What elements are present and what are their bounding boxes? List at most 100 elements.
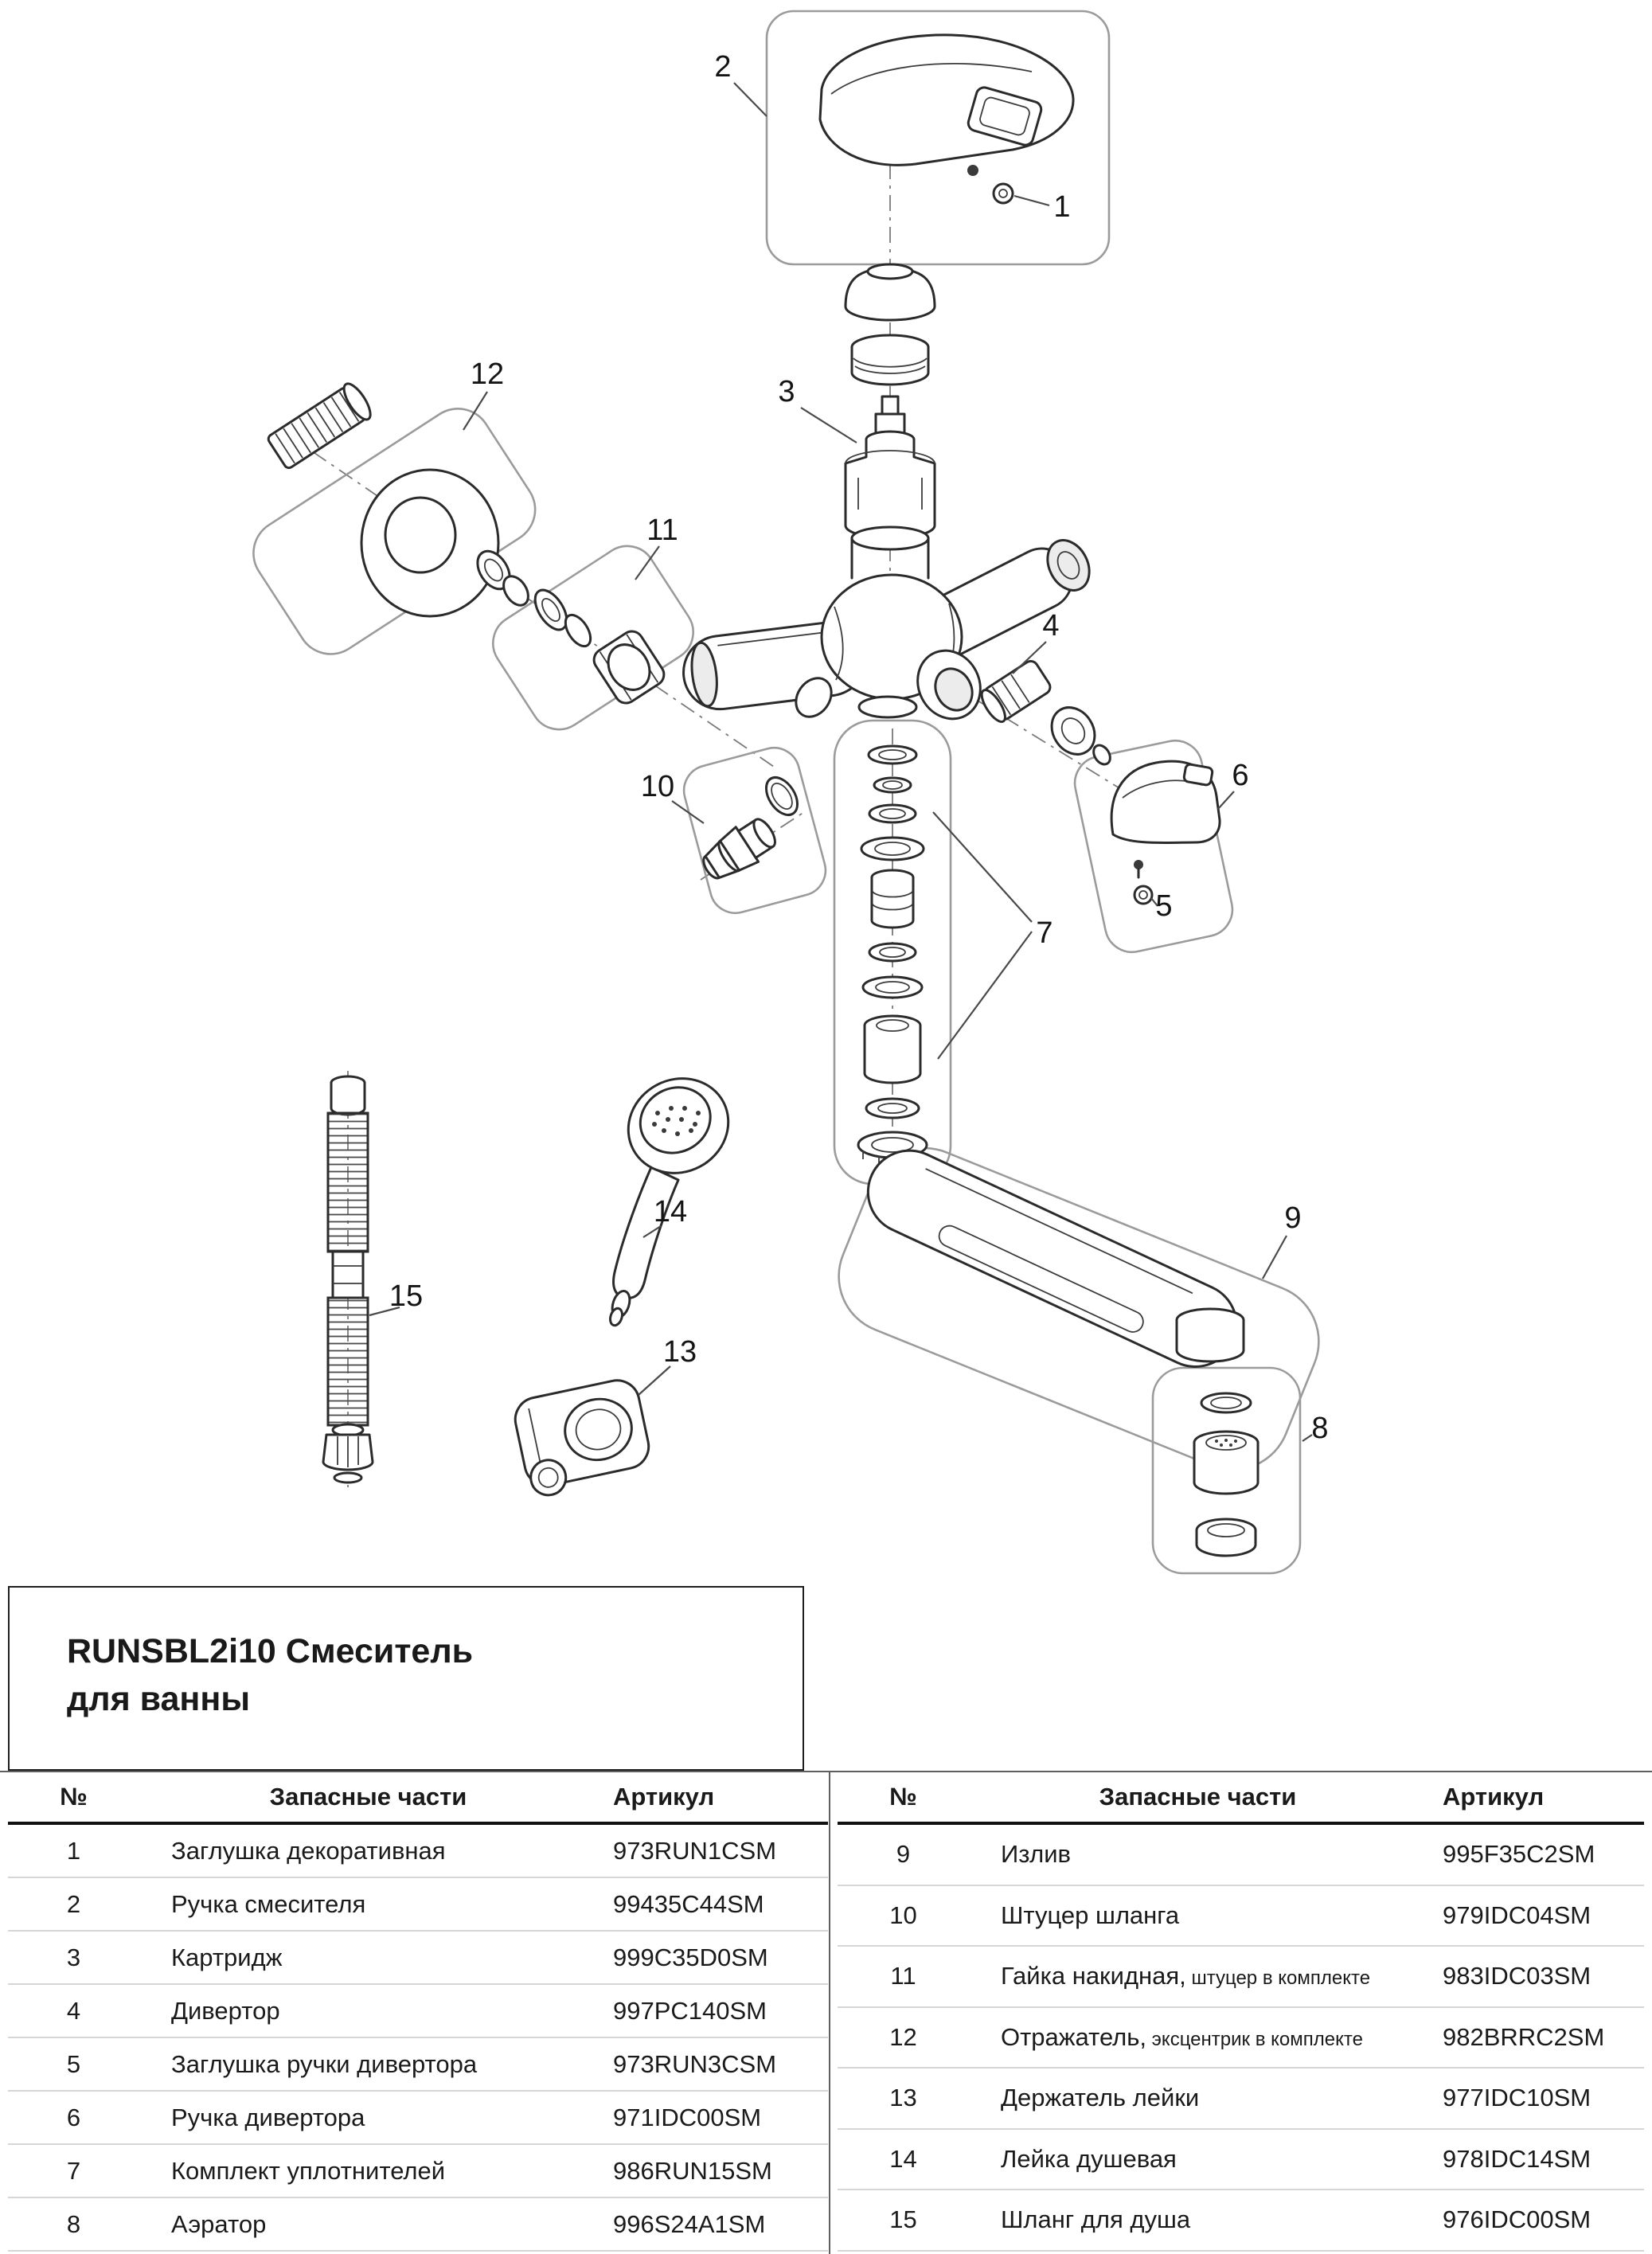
part-diverter-handle-plug	[1133, 885, 1154, 905]
diverter-handle-screw	[1134, 860, 1143, 879]
part-name: Заглушка декоративная	[171, 1836, 446, 1865]
part-article: 995F35C2SM	[1443, 1840, 1595, 1869]
part-article: 996S24A1SM	[613, 2209, 766, 2238]
callout-box-2	[765, 10, 1111, 266]
callout-label-12: 12	[471, 357, 504, 391]
leader-line-6	[1217, 791, 1235, 810]
part-number: 10	[889, 1900, 917, 1929]
table-divider	[829, 1772, 830, 2254]
callout-label-3: 3	[778, 375, 795, 408]
leader-line-2	[733, 82, 767, 117]
leader-line-11	[635, 545, 660, 580]
part-seal-kit	[857, 744, 928, 1164]
callout-box-11	[492, 545, 694, 731]
part-name: Шланг для душа	[1001, 2205, 1191, 2234]
part-name: Аэратор	[171, 2209, 267, 2238]
callout-label-7: 7	[1036, 916, 1053, 950]
callout-label-2: 2	[714, 50, 731, 84]
part-article: 99435C44SM	[613, 1889, 764, 1918]
part-shower-holder	[514, 1379, 650, 1497]
callout-label-6: 6	[1232, 759, 1248, 792]
part-name: Дивертор	[171, 1996, 280, 2025]
leader-line-14	[642, 1225, 662, 1238]
table-header-left: № Запасные части Артикул	[8, 1772, 828, 1825]
table-row: 9 Излив 995F35C2SM	[838, 1825, 1644, 1886]
leader-line-8	[1302, 1434, 1313, 1442]
part-diverter	[980, 659, 1111, 766]
part-name: Излив	[1001, 1840, 1072, 1869]
callout-label-5: 5	[1155, 889, 1172, 923]
part-decorative-plug	[967, 165, 1014, 205]
header-number: №	[60, 1783, 88, 1811]
header-article: Артикул	[1443, 1783, 1545, 1811]
exploded-view-diagram: 1 2 3 4 5 6 7 8 9 10 11 12 13 14 15	[252, 10, 1329, 1575]
leader-line-3	[800, 407, 857, 443]
part-number: 13	[889, 2084, 917, 2112]
part-cartridge	[844, 395, 936, 540]
leader-line-9	[1262, 1235, 1287, 1279]
part-article: 983IDC03SM	[1443, 1962, 1591, 1990]
part-name-note: эксцентрик в комплекте	[1146, 2028, 1363, 2050]
table-header-right: № Запасные части Артикул	[838, 1772, 1644, 1825]
part-number: 6	[66, 2103, 81, 2131]
part-number: 2	[66, 1889, 81, 1918]
table-row: 14 Лейка душевая 978IDC14SM	[838, 2130, 1644, 2190]
product-title-line2: для ванны	[67, 1680, 251, 1719]
part-article: 978IDC14SM	[1443, 2144, 1591, 2173]
part-number: 15	[889, 2205, 917, 2234]
header-article: Артикул	[613, 1783, 715, 1811]
part-number: 14	[889, 2144, 917, 2173]
part-name: Заглушка ручки дивертора	[171, 2049, 478, 2078]
part-name: Лейка душевая	[1001, 2144, 1177, 2173]
part-spout	[866, 1149, 1245, 1369]
leader-line-4	[1012, 641, 1047, 674]
part-article: 979IDC04SM	[1443, 1900, 1591, 1929]
part-number: 11	[890, 1962, 916, 1990]
part-name: Гайка накидная, штуцер в комплекте	[1001, 1962, 1371, 1990]
part-article: 997PC140SM	[613, 1996, 767, 2025]
callout-label-9: 9	[1284, 1201, 1301, 1235]
part-article: 999C35D0SM	[613, 1943, 768, 1971]
table-row: 8 Аэратор 996S24A1SM	[8, 2198, 828, 2252]
leader-line-7	[932, 811, 1033, 1060]
part-number: 9	[896, 1840, 911, 1869]
cap-nut	[850, 334, 930, 386]
product-title-box: RUNSBL2i10 Смеситель для ванны	[8, 1586, 804, 1771]
part-article: 971IDC00SM	[613, 2103, 762, 2131]
part-article: 973RUN1CSM	[613, 1836, 777, 1865]
part-article: 976IDC00SM	[1443, 2205, 1591, 2234]
product-title-line1: RUNSBL2i10 Смеситель	[67, 1632, 474, 1670]
part-number: 7	[66, 2156, 81, 2185]
part-diverter-handle	[1110, 760, 1221, 845]
part-escutcheon	[360, 468, 529, 618]
part-number: 8	[66, 2209, 81, 2238]
callout-label-15: 15	[389, 1279, 423, 1313]
part-article: 973RUN3CSM	[613, 2049, 777, 2078]
part-shower-head	[609, 1077, 730, 1327]
part-article: 982BRRC2SM	[1443, 2022, 1605, 2051]
callout-label-11: 11	[646, 514, 678, 547]
leader-line-10	[671, 800, 705, 824]
part-eccentric	[267, 382, 372, 470]
callout-label-4: 4	[1042, 609, 1059, 643]
part-article: 986RUN15SM	[613, 2156, 772, 2185]
leader-line-1	[1013, 194, 1050, 207]
callout-box-10	[682, 746, 827, 915]
callout-label-13: 13	[663, 1335, 697, 1369]
table-row: 15 Шланг для душа 976IDC00SM	[838, 2190, 1644, 2252]
callout-label-10: 10	[641, 770, 674, 803]
part-number: 12	[889, 2022, 917, 2051]
part-hose-union	[702, 776, 799, 880]
